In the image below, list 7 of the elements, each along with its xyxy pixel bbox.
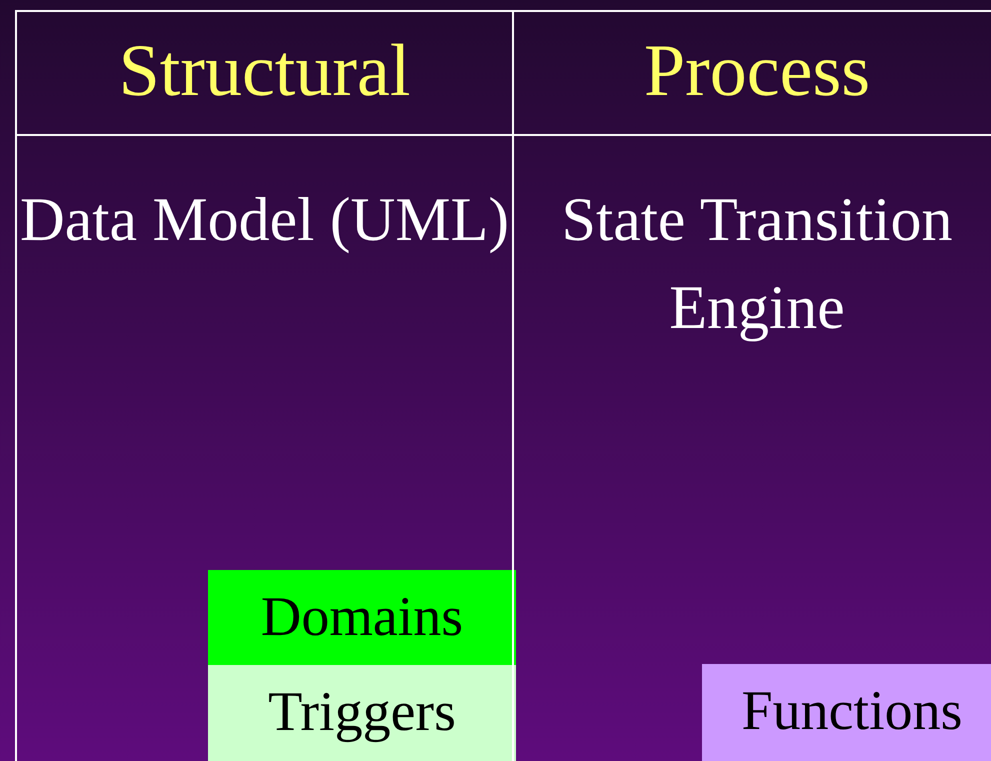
table-cell: [15, 134, 514, 761]
column-header: Structural: [15, 10, 514, 136]
category-box: Triggers: [208, 665, 516, 761]
cell-text: State Transition Engine: [560, 185, 954, 344]
category-box: Domains: [208, 570, 516, 666]
category-box: Functions: [702, 664, 991, 761]
cell-text: Data Model (UML): [19, 185, 510, 256]
